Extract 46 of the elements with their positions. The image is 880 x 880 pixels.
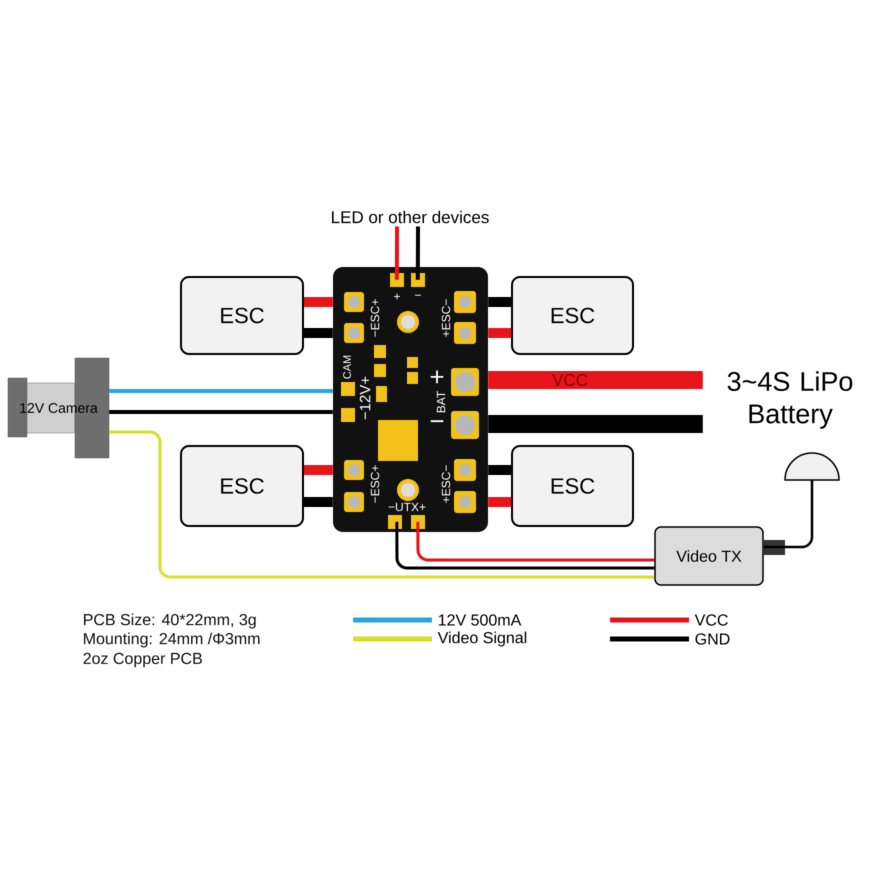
wire [304,328,333,338]
wire [488,415,703,433]
wire [395,522,654,570]
esc-box: ESC [180,445,304,527]
pad-label: CAM [343,356,351,379]
pad-label: −12V+ [360,376,370,420]
pad-label: −ESC+ [370,465,380,503]
wire [416,522,654,562]
antenna-drawing [784,452,840,481]
device-label: LED or other devices [332,210,489,224]
wire [304,497,333,507]
esc-box: ESC [180,276,304,355]
wire [304,297,333,307]
spec-text: 2oz Copper PCB [84,652,202,668]
pad-label: −UTX+ [388,502,426,512]
wire [488,328,511,338]
edge-label: VCC [551,372,589,388]
wire [394,226,399,280]
battery-label: 3~4S LiPo Battery [728,371,852,429]
pad-label: − [415,294,421,296]
pad-label: BAT [436,391,446,412]
wire [109,430,654,578]
pad-label: + [394,294,400,300]
wire [488,465,511,475]
esc-box: ESC [511,445,634,527]
spec-text: PCB Size: 40*22mm, 3g [84,614,256,628]
pad-label: −ESC+ [370,299,380,337]
pad-label: +ESC− [442,299,450,337]
wire [764,480,814,548]
pad-label: − [430,420,444,422]
legend-text: GND [696,633,730,645]
esc-box: ESC [511,276,634,355]
legend-text: 12V 500mA [438,614,522,626]
wire [109,410,333,414]
transmitter-box: Video TX [654,526,786,586]
wire [109,389,333,393]
wire [488,371,703,389]
wire [416,226,420,280]
wire [488,497,511,507]
spec-text: Mounting: 24mm /Φ3mm [84,632,260,648]
legend-text: VCC [694,614,728,626]
wire [488,297,511,307]
wire [304,465,333,475]
pad-label: +ESC− [442,465,450,503]
legend-text: Video Signal [438,632,526,646]
pad-label: + [430,370,444,384]
